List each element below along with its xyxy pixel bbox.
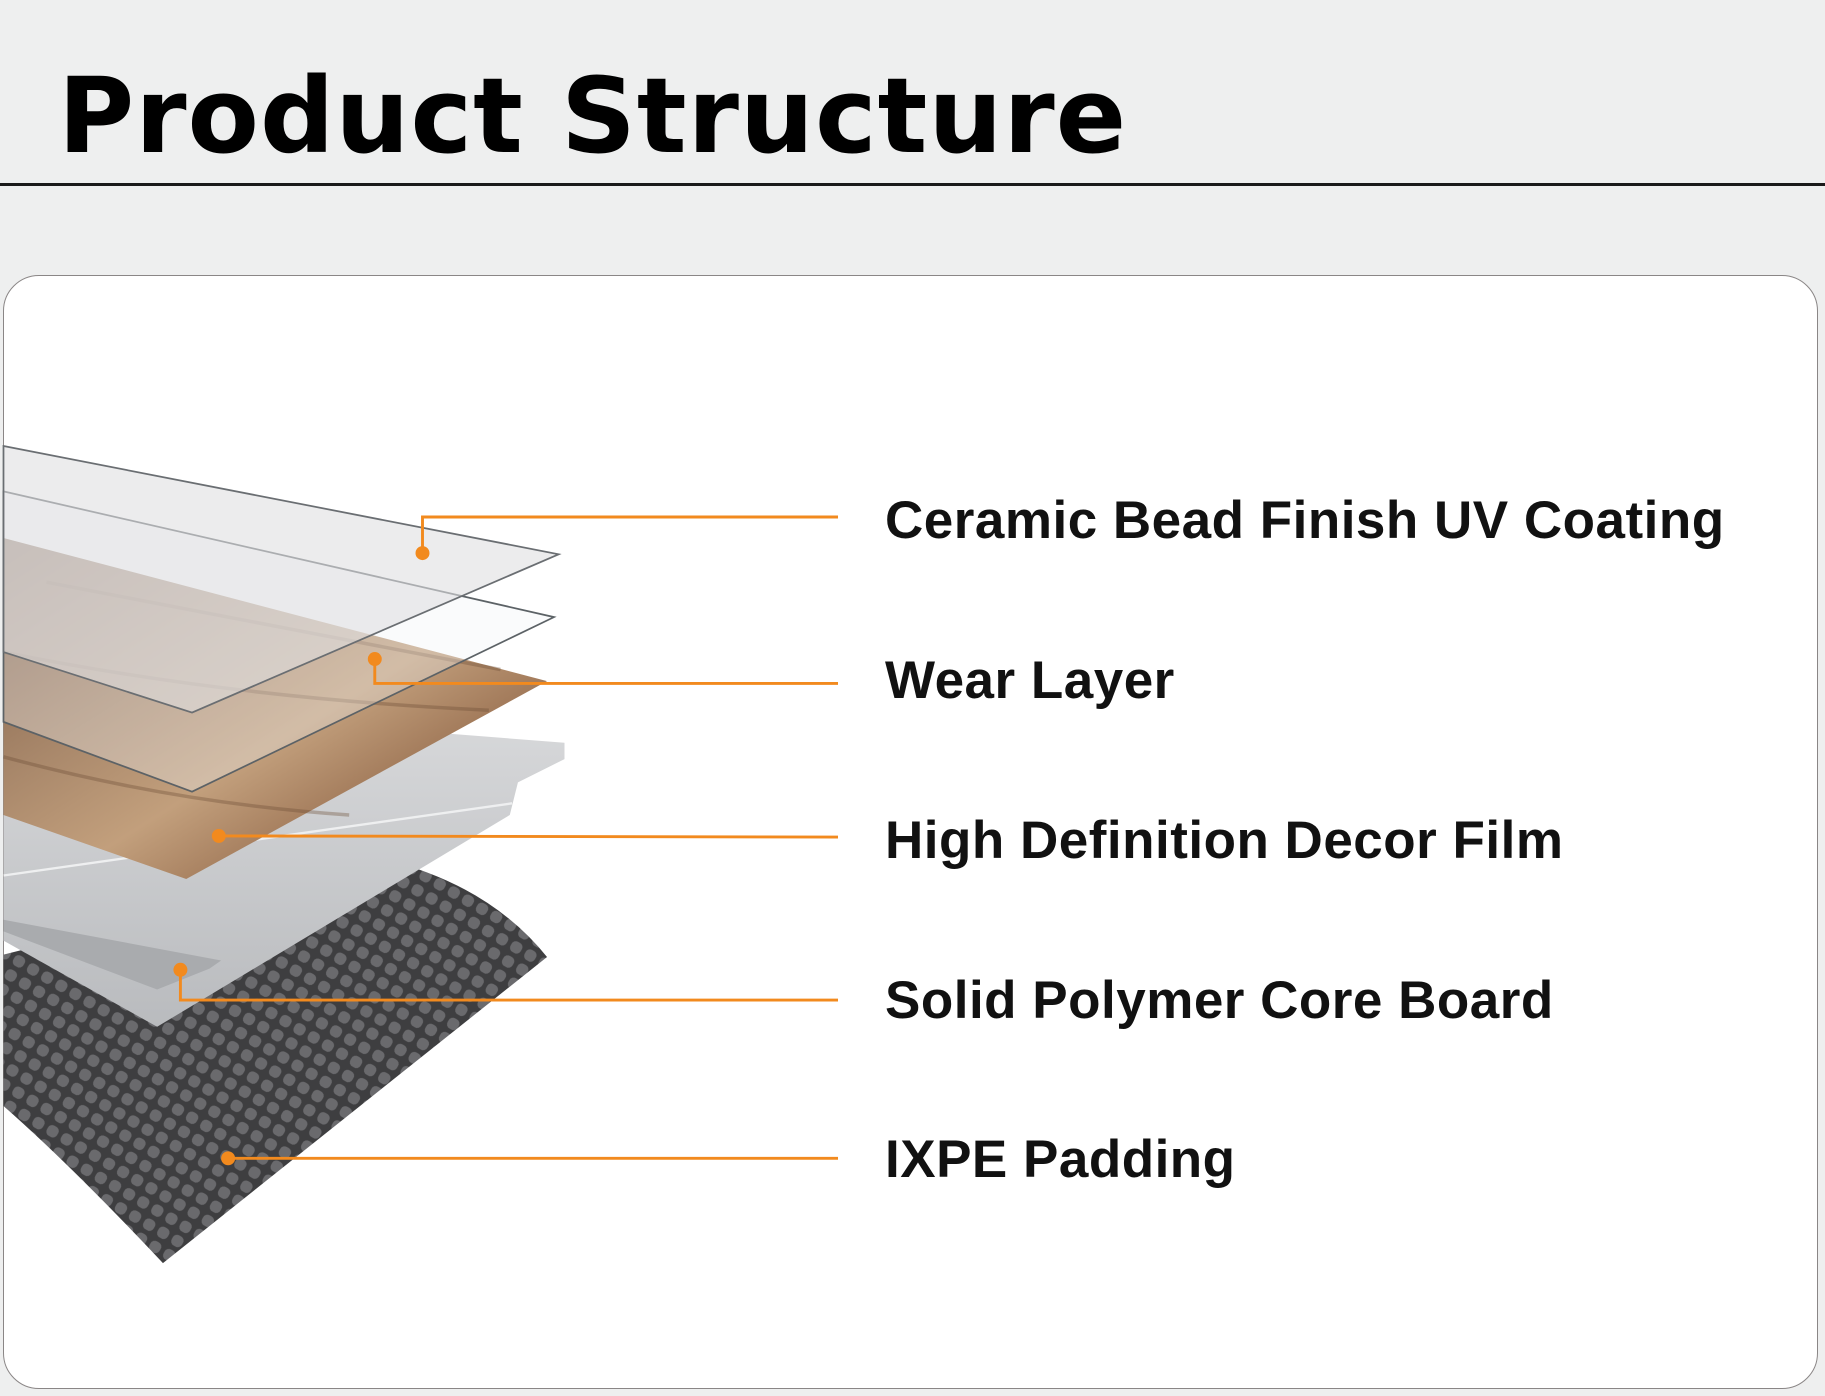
title-divider	[0, 183, 1825, 186]
label-wear-layer: Wear Layer	[885, 651, 1175, 710]
uv-coating-layer	[2, 444, 562, 714]
label-ixpe-padding: IXPE Padding	[885, 1130, 1236, 1189]
leader-lines	[178, 515, 839, 1160]
label-decor-film: High Definition Decor Film	[885, 811, 1564, 870]
label-uv-coating: Ceramic Bead Finish UV Coating	[885, 491, 1725, 550]
label-core-board: Solid Polymer Core Board	[885, 971, 1554, 1030]
leader-dots	[173, 546, 430, 1166]
page-title: Product Structure	[58, 55, 1128, 177]
